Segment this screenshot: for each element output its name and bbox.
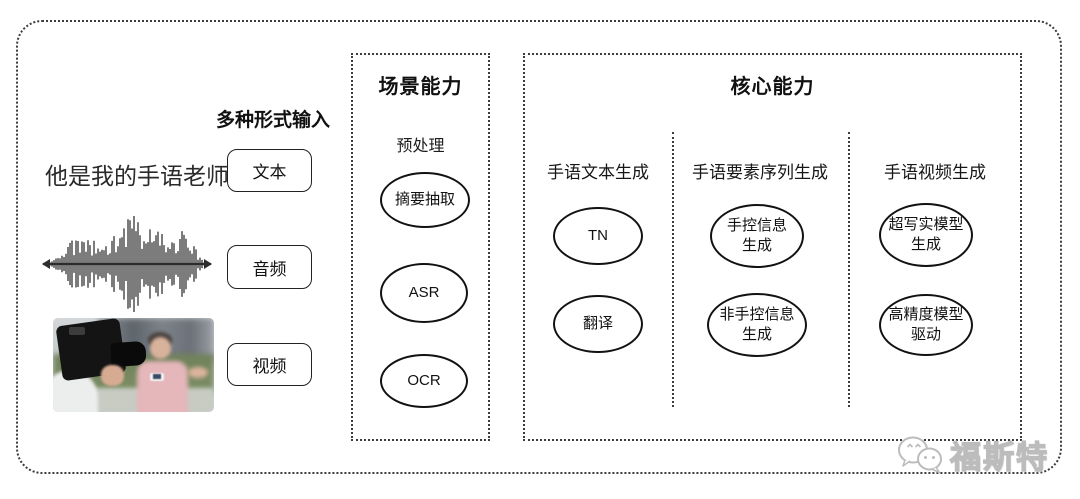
node-label-line2: 生成 <box>741 326 772 343</box>
column-header-sign-element-sequence-generation: 手语要素序列生成 <box>692 163 828 182</box>
node-manual-info-generation: 手控信息 生成 <box>710 204 804 268</box>
node-non-manual-info-generation: 非手控信息 生成 <box>707 293 807 357</box>
input-chip-text: 文本 <box>227 149 312 192</box>
node-label-line1: 非手控信息 <box>719 305 795 323</box>
outer-dotted-frame <box>16 20 1062 474</box>
core-capability-title: 核心能力 <box>730 76 815 98</box>
node-high-precision-model-driving: 高精度模型 驱动 <box>879 294 973 356</box>
node-label-line1: 超写实模型 <box>888 215 964 233</box>
chip-label: 音频 <box>252 259 287 279</box>
node-label-line1: 高精度模型 <box>888 305 964 323</box>
photo-reporter-head <box>149 336 171 360</box>
photo-camera-highlight <box>69 327 86 335</box>
video-still-photo <box>53 318 214 412</box>
watermark: 福斯特 <box>896 432 1049 477</box>
column-separator-1 <box>672 132 674 407</box>
scene-capability-title: 场景能力 <box>378 76 463 98</box>
node-summary-extraction: 摘要抽取 <box>380 172 470 228</box>
node-label: 翻译 <box>582 314 613 332</box>
column-header-sign-video-generation: 手语视频生成 <box>884 163 986 182</box>
node-hyperrealistic-model-generation: 超写实模型 生成 <box>879 203 973 267</box>
column-header-sign-text-generation: 手语文本生成 <box>547 163 649 182</box>
node-label-line2: 生成 <box>741 237 772 254</box>
node-label-line2: 生成 <box>910 236 941 253</box>
watermark-text: 福斯特 <box>949 439 1049 475</box>
preprocess-label: 预处理 <box>396 138 445 155</box>
photo-reporter-hand <box>188 366 208 379</box>
node-label-line1: 手控信息 <box>726 216 787 234</box>
chip-label: 视频 <box>252 357 287 376</box>
input-chip-video: 视频 <box>227 343 312 386</box>
photo-microphone-logo <box>152 374 161 380</box>
node-label: OCR <box>407 371 441 389</box>
node-translation: 翻译 <box>553 295 643 353</box>
node-asr: ASR <box>380 263 468 323</box>
audio-waveform-icon <box>42 216 212 312</box>
wechat-logo-icon <box>898 436 942 473</box>
scene-capability-box: 场景能力 预处理 <box>351 53 490 441</box>
photo-reporter-jacket <box>136 361 189 412</box>
input-chip-audio: 音频 <box>227 245 312 289</box>
node-tn: TN <box>553 207 643 265</box>
node-label: TN <box>588 226 608 244</box>
chip-label: 文本 <box>252 163 287 182</box>
node-label: ASR <box>408 283 440 301</box>
sample-sentence-text: 他是我的手语老师 <box>45 163 229 189</box>
photo-cameraman-hand <box>101 365 124 386</box>
column-separator-2 <box>848 132 850 407</box>
core-capability-box: 核心能力 <box>523 53 1022 441</box>
node-ocr: OCR <box>380 354 468 408</box>
input-forms-label: 多种形式输入 <box>216 110 331 131</box>
node-label: 摘要抽取 <box>394 190 455 208</box>
node-label-line2: 驱动 <box>910 326 941 343</box>
